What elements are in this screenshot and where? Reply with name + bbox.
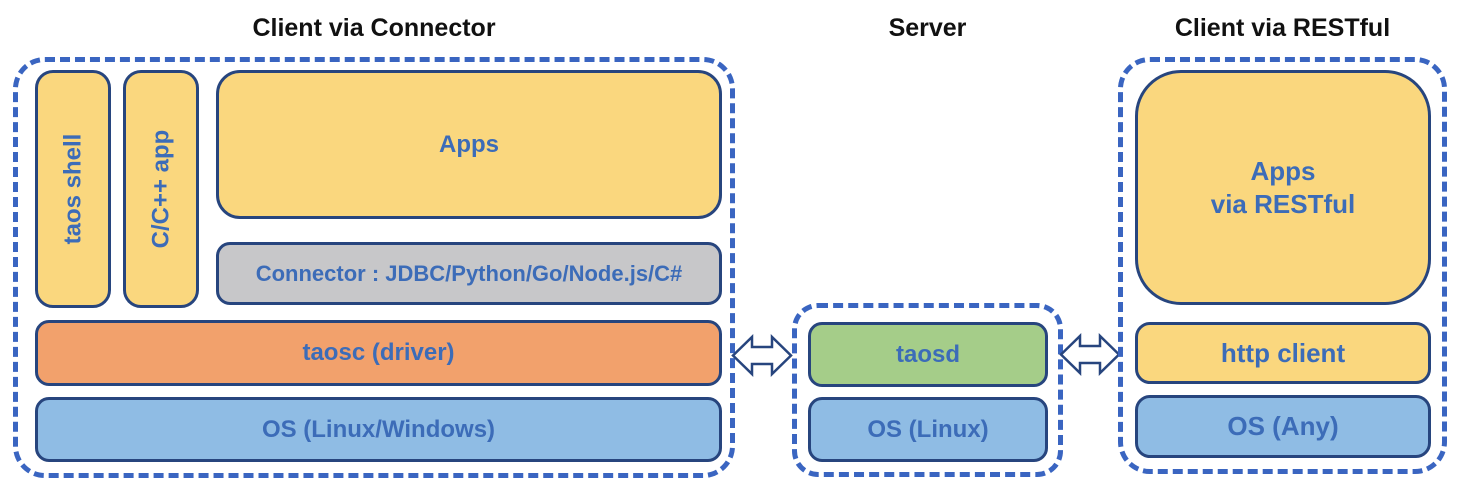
section-title-client-via-connector: Client via Connector xyxy=(252,14,496,42)
taos-shell-box: taos shell xyxy=(35,70,111,308)
http-client-box: http client xyxy=(1135,322,1431,384)
section-title-client-via-restful: Client via RESTful xyxy=(1174,14,1391,42)
cpp-app-box: C/C++ app xyxy=(123,70,199,308)
connector-box: Connector : JDBC/Python/Go/Node.js/C# xyxy=(216,242,722,305)
os-linux-box: OS (Linux) xyxy=(808,397,1048,462)
client-via-restful-group xyxy=(1118,57,1447,474)
http-client-label: http client xyxy=(1220,337,1346,368)
cpp-app-label: C/C++ app xyxy=(147,129,175,249)
connector-label: Connector : JDBC/Python/Go/Node.js/C# xyxy=(255,260,683,286)
apps-via-restful-label: Apps via RESTful xyxy=(1211,155,1355,220)
taosd-box: taosd xyxy=(808,322,1048,387)
taosc-driver-box: taosc (driver) xyxy=(35,320,722,386)
client-via-connector-group xyxy=(13,57,735,478)
apps-box: Apps xyxy=(216,70,722,219)
os-linux-windows-label: OS (Linux/Windows) xyxy=(261,415,496,443)
taos-shell-label: taos shell xyxy=(59,133,86,245)
taosc-driver-label: taosc (driver) xyxy=(302,339,455,366)
apps-via-restful-box: Apps via RESTful xyxy=(1135,70,1431,305)
server-group xyxy=(792,303,1063,477)
taosd-label: taosd xyxy=(895,340,960,368)
os-linux-windows-box: OS (Linux/Windows) xyxy=(35,397,722,462)
os-any-box: OS (Any) xyxy=(1135,395,1431,458)
apps-label: Apps xyxy=(439,130,499,158)
os-linux-label: OS (Linux) xyxy=(867,415,989,443)
apps-via-restful-line1: Apps xyxy=(1250,156,1316,186)
apps-via-restful-line2: via RESTful xyxy=(1210,188,1356,219)
bidirectional-arrow-icon xyxy=(1059,333,1121,376)
os-any-label: OS (Any) xyxy=(1227,411,1339,442)
bidirectional-arrow-icon xyxy=(731,334,793,377)
section-title-server: Server xyxy=(888,14,967,42)
